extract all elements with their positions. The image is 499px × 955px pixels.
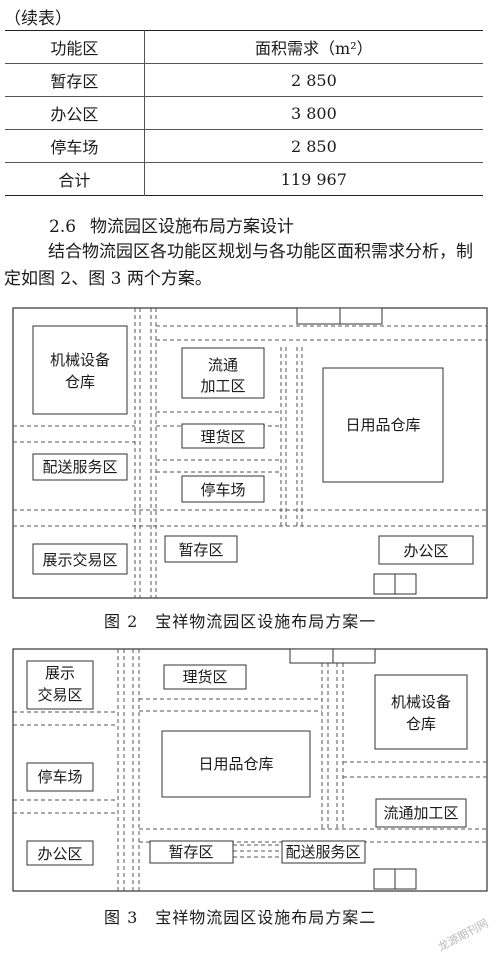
zone-sorting: 理货区	[182, 668, 227, 686]
table-cell: 办公区	[5, 96, 145, 130]
figure-3-caption: 图 3 宝祥物流园区设施布局方案二	[104, 908, 377, 927]
table-cell: 3 800	[143, 96, 483, 130]
zone-office: 办公区	[37, 845, 82, 863]
table-cell: 停车场	[5, 129, 145, 163]
figure-2-caption: 图 2 宝祥物流园区设施布局方案一	[104, 612, 377, 631]
zone-exhibition-trade: 交易区	[37, 686, 82, 704]
table-cell: 暂存区	[5, 63, 145, 97]
table-header: 功能区	[5, 30, 145, 64]
section-paragraph: 结合物流园区各功能区规划与各功能区面积需求分析，制定如图 2、图 3 两个方案。	[4, 242, 473, 289]
zone-distribution-service: 配送服务区	[42, 458, 117, 476]
zone-exhibition-trade: 展示交易区	[42, 551, 117, 569]
zone-temporary-storage: 暂存区	[168, 843, 213, 861]
zone-circulation-processing: 流通加工区	[383, 804, 458, 822]
table-row: 停车场 2 850	[5, 129, 483, 163]
zone-circulation-processing: 流通	[208, 356, 238, 374]
table-cell: 合计	[58, 171, 91, 190]
section-title: 物流园区设施布局方案设计	[90, 217, 295, 237]
table-cell: 2 850	[143, 63, 483, 97]
zone-machinery-warehouse: 机械设备	[391, 693, 451, 711]
zone-machinery-warehouse: 仓库	[65, 373, 95, 391]
table-row: 合计 119 967	[5, 162, 483, 196]
continued-table-label: （续表）	[4, 9, 72, 29]
table-cell: 119 967	[143, 162, 483, 196]
zone-daily-goods-warehouse: 日用品仓库	[198, 755, 273, 773]
layout-plan-figure-3: 展示 交易区 理货区 机械设备 仓库 日用品仓库 停车场 流通加工区 办公区 暂…	[12, 648, 488, 892]
zone-exhibition-trade: 展示	[45, 664, 75, 682]
zone-parking: 停车场	[200, 481, 245, 499]
zone-machinery-warehouse: 机械设备	[50, 351, 110, 369]
zone-machinery-warehouse: 仓库	[406, 715, 436, 733]
watermark: 龙源期刊网	[435, 916, 491, 954]
table-header-row: 功能区 面积需求（m²）	[5, 30, 483, 64]
zone-circulation-processing: 加工区	[200, 377, 245, 395]
section-heading: 2.6 物流园区设施布局方案设计	[49, 212, 294, 237]
section-number: 2.6	[49, 217, 77, 237]
zone-temporary-storage: 暂存区	[178, 541, 223, 559]
zone-sorting: 理货区	[200, 428, 245, 446]
table-row: 办公区 3 800	[5, 96, 483, 130]
table-row: 暂存区 2 850	[5, 63, 483, 97]
table-cell: 2 850	[143, 129, 483, 163]
area-requirement-table: 功能区 面积需求（m²） 暂存区 2 850 办公区 3 800 停车场 2 8…	[5, 30, 483, 196]
table-header: 面积需求（m²）	[143, 30, 483, 64]
zone-office: 办公区	[403, 542, 448, 560]
zone-daily-goods-warehouse: 日用品仓库	[345, 416, 420, 434]
layout-plan-figure-2: 机械设备 仓库 流通 加工区 理货区 停车场 日用品仓库 配送服务区 展示交易区…	[12, 307, 488, 599]
zone-distribution-service: 配送服务区	[285, 843, 360, 861]
zone-parking: 停车场	[37, 768, 82, 786]
